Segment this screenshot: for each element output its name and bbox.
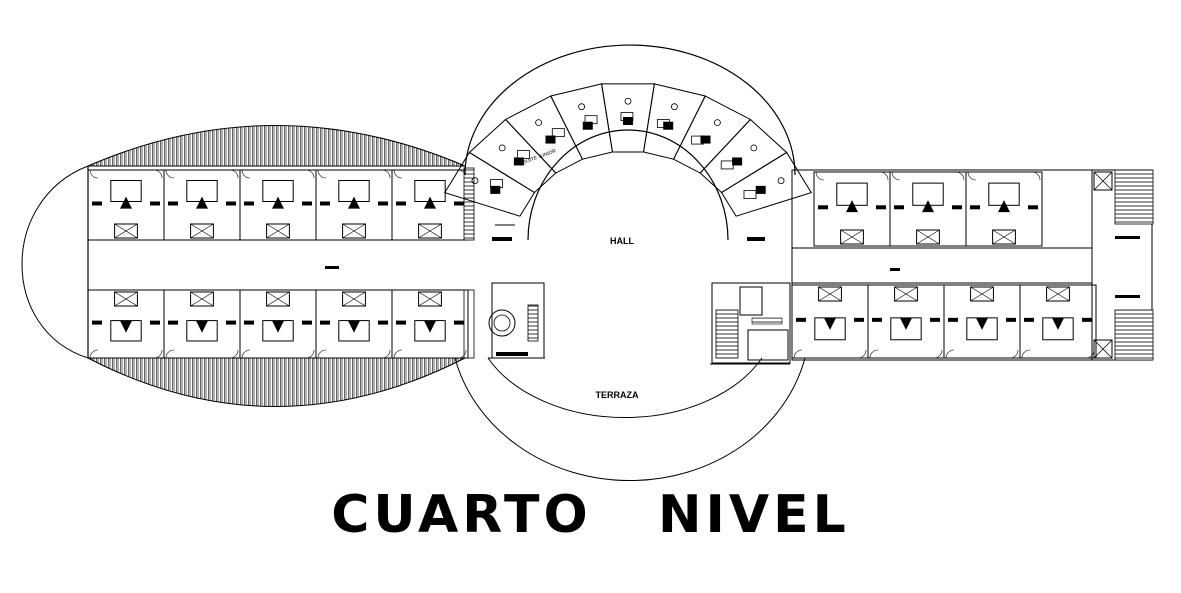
lower-facade-hatch xyxy=(87,357,466,407)
hall-outer-arc xyxy=(464,44,796,176)
plan-title: CUARTO NIVEL xyxy=(331,485,850,545)
terrace-arc xyxy=(454,357,806,481)
right-lower-rooms xyxy=(791,284,1097,359)
right-wing xyxy=(791,169,1154,361)
left-wing-outer-arc xyxy=(21,165,89,359)
left-upper-rooms xyxy=(87,167,475,241)
hall-inner-arc xyxy=(527,129,729,241)
upper-facade-hatch xyxy=(87,125,466,167)
hall-label: HALL xyxy=(610,236,634,246)
terrace-label: TERRAZA xyxy=(596,390,639,400)
central-curved-rooms xyxy=(443,83,813,217)
left-lower-rooms xyxy=(87,289,475,359)
terrace-inner-arc xyxy=(487,357,763,419)
right-upper-rooms xyxy=(813,171,1043,247)
east-service-core xyxy=(711,282,791,364)
terrace-service-core xyxy=(488,282,545,359)
